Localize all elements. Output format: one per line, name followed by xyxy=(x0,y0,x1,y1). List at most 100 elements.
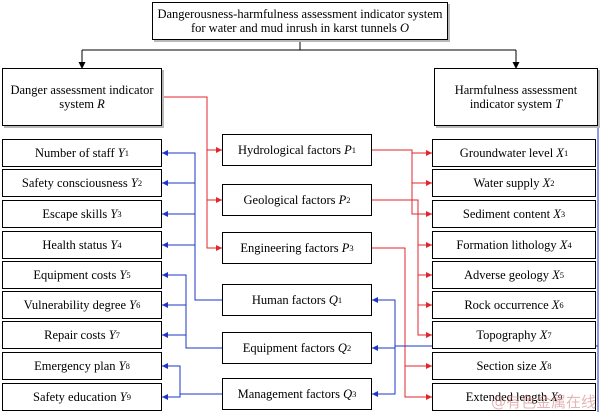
harm-link-Q2-Y7 xyxy=(162,332,222,349)
indicator-x7-name: Topography xyxy=(476,328,537,342)
indicator-x7-symbol: X xyxy=(539,328,548,342)
indicator-x9-name: Extended length xyxy=(465,390,548,404)
factor-p3-symbol: P xyxy=(341,241,350,255)
danger-link-P3-X9 xyxy=(372,247,432,400)
danger-system-symbol: R xyxy=(97,97,105,111)
indicator-x5-name: Adverse geology xyxy=(463,268,550,282)
harm-system-name: Harmfulness assessment indicator system xyxy=(454,83,578,111)
indicator-y4-name: Health status xyxy=(42,238,108,252)
danger-link-P1-X2 xyxy=(372,149,432,186)
indicator-x4-symbol: X xyxy=(559,238,568,252)
indicator-y3-symbol: Y xyxy=(110,207,118,221)
harm-link-Q1-Y3 xyxy=(162,211,222,301)
danger-link-P2-X4 xyxy=(372,199,432,248)
harm-system-symbol: T xyxy=(555,97,563,111)
harm-link-Q1-Y1 xyxy=(162,150,222,301)
indicator-y5-name: Equipment costs xyxy=(33,268,117,282)
indicator-y8-name: Emergency plan xyxy=(34,359,116,373)
indicator-y1-name: Number of staff xyxy=(35,146,115,160)
indicator-y4-symbol: Y xyxy=(110,238,118,252)
indicator-y2-name: Safety consciousness xyxy=(21,176,128,190)
indicator-y5-symbol: Y xyxy=(119,268,127,282)
danger-link-P2-X5 xyxy=(372,199,432,278)
watermark: @有色金属在线 xyxy=(490,393,596,411)
root-node: Dangerousness-harmfulness assessment ind… xyxy=(152,2,448,40)
indicator-y2-symbol: Y xyxy=(130,176,138,190)
danger-link-P2-X7 xyxy=(372,199,432,338)
indicator-y9-name: Safety education xyxy=(33,390,117,404)
indicator-x9-symbol: X xyxy=(550,390,559,404)
indicator-y6-symbol: Y xyxy=(129,298,137,312)
factor-p2-symbol: P xyxy=(338,193,347,207)
factor-q2-name: Equipment factors xyxy=(242,341,335,355)
indicator-x6-symbol: X xyxy=(551,298,560,312)
factor-q1-symbol: Q xyxy=(328,293,338,307)
indicator-y8-symbol: Y xyxy=(118,359,126,373)
factor-p3-name: Engineering factors xyxy=(240,241,339,255)
factor-q1-name: Human factors xyxy=(251,293,326,307)
indicator-y7-symbol: Y xyxy=(108,328,116,342)
indicator-x4-name: Formation lithology xyxy=(456,238,557,252)
indicator-x5-symbol: X xyxy=(552,268,560,282)
indicator-y3-name: Escape skills xyxy=(42,207,108,221)
indicator-x8-symbol: X xyxy=(539,359,548,373)
indicator-y7-name: Repair costs xyxy=(44,328,106,342)
danger-system-name: Danger assessment indicator system xyxy=(10,83,154,111)
indicator-x3-symbol: X xyxy=(553,207,561,221)
indicator-x1-name: Groundwater level xyxy=(459,146,554,160)
indicator-x6-name: Rock occurrence xyxy=(464,298,549,312)
harm-link-Q1-Y2 xyxy=(162,180,222,301)
danger-link-R-P1 xyxy=(162,96,222,153)
indicator-x8-name: Section size xyxy=(476,359,537,373)
factor-p1-name: Hydrological factors xyxy=(237,143,342,157)
harm-link-T-trunk xyxy=(596,91,599,412)
root-name: Dangerousness-harmfulness assessment ind… xyxy=(157,7,443,35)
danger-link-R-P3 xyxy=(206,97,222,251)
danger-system-node: Danger assessment indicator system R xyxy=(2,68,162,126)
indicator-x3-name: Sediment content xyxy=(462,207,551,221)
harm-system-node: Harmfulness assessment indicator system … xyxy=(434,68,598,126)
harm-link-Q1-Y4 xyxy=(162,242,222,301)
harm-link-Q3-Y8 xyxy=(162,363,222,395)
indicator-x2-name: Water supply xyxy=(473,176,540,190)
harm-link-Q3-Y9 xyxy=(162,393,222,400)
indicator-x2-symbol: X xyxy=(542,176,551,190)
factor-q3-symbol: Q xyxy=(343,387,353,401)
root-symbol: O xyxy=(399,21,409,35)
danger-link-R-P2 xyxy=(206,97,222,203)
factor-q3-name: Management factors xyxy=(237,387,340,401)
harm-link-Q2-Y6 xyxy=(162,302,222,349)
indicator-y6-name: Vulnerability degree xyxy=(23,298,126,312)
indicator-x1-symbol: X xyxy=(556,146,564,160)
factor-p2-name: Geological factors xyxy=(243,193,336,207)
factor-q2-symbol: Q xyxy=(337,341,347,355)
indicator-y9-symbol: Y xyxy=(119,390,127,404)
danger-link-P2-X6 xyxy=(372,199,432,308)
